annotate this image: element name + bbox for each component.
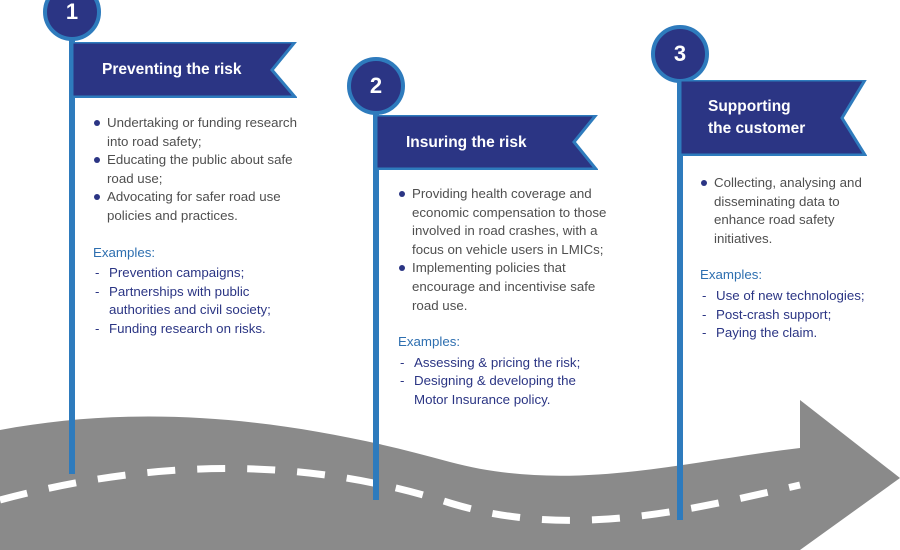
list-item: Educating the public about safe road use… [93, 151, 303, 188]
list-item: Providing health coverage and economic c… [398, 185, 610, 259]
step-2-number-badge: 2 [347, 57, 405, 115]
step-3-banner: Supporting the customer [680, 80, 867, 156]
list-item: Use of new technologies; [700, 287, 865, 306]
step-1-number: 1 [65, 0, 79, 24]
step-2-pole [373, 105, 379, 500]
step-1-title: Preventing the risk [102, 61, 242, 78]
step-3-number: 3 [673, 41, 687, 66]
list-item: Advocating for safer road use policies a… [93, 188, 303, 225]
step-3-examples: Use of new technologies; Post-crash supp… [700, 287, 865, 343]
step-3-pole [677, 78, 683, 520]
step-1-banner: Preventing the risk [72, 42, 297, 98]
list-item: Prevention campaigns; [93, 264, 303, 283]
step-3-content: Collecting, analysing and disseminating … [700, 174, 865, 343]
step-3-bullets: Collecting, analysing and disseminating … [700, 174, 865, 248]
list-item: Collecting, analysing and disseminating … [700, 174, 865, 248]
step-3-examples-label: Examples: [700, 267, 763, 283]
step-1-examples-label: Examples: [93, 244, 156, 260]
step-1-pole [69, 40, 75, 474]
step-2-examples: Assessing & pricing the risk; Designing … [398, 354, 610, 410]
road-body [0, 400, 900, 550]
step-2-number: 2 [369, 73, 383, 98]
list-item: Designing & developing the Motor Insuran… [398, 372, 610, 409]
step-2-title: Insuring the risk [406, 134, 527, 151]
step-1-bullets: Undertaking or funding research into roa… [93, 114, 303, 226]
list-item: Implementing policies that encourage and… [398, 259, 610, 315]
step-1-content: Undertaking or funding research into roa… [93, 114, 303, 339]
step-2-banner: Insuring the risk [376, 115, 598, 170]
step-2-content: Providing health coverage and economic c… [398, 185, 610, 410]
list-item: Partnerships with public authorities and… [93, 283, 303, 320]
list-item: Paying the claim. [700, 324, 865, 343]
step-2-examples-label: Examples: [398, 334, 461, 350]
road-center-dashes [0, 465, 801, 524]
list-item: Undertaking or funding research into roa… [93, 114, 303, 151]
step-3-title: Supporting the customer [708, 98, 806, 137]
list-item: Assessing & pricing the risk; [398, 354, 610, 373]
list-item: Post-crash support; [700, 306, 865, 325]
step-3-number-badge: 3 [651, 25, 709, 83]
step-1-examples: Prevention campaigns; Partnerships with … [93, 264, 303, 338]
step-2-bullets: Providing health coverage and economic c… [398, 185, 610, 315]
list-item: Funding research on risks. [93, 320, 303, 339]
